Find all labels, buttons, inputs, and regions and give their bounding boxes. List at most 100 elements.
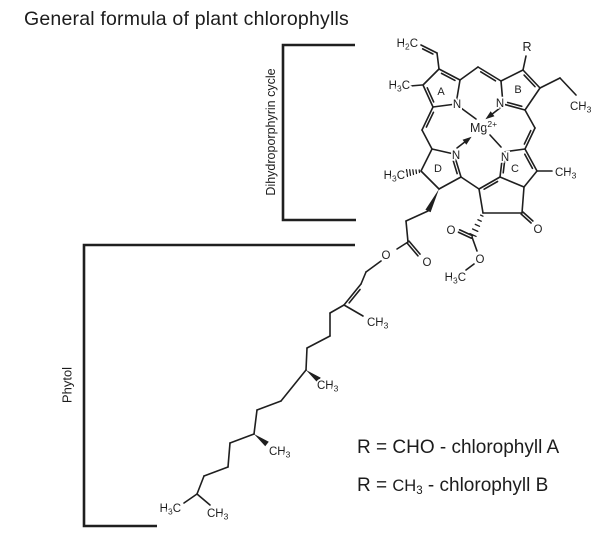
bond-line <box>422 68 440 86</box>
bond-line <box>479 71 497 82</box>
bond-line <box>306 335 331 349</box>
bond-line <box>348 288 361 304</box>
atom-label-o-prop-ester: O <box>382 250 391 262</box>
dihydroporphyrin-bracket <box>281 43 356 222</box>
bond-line <box>196 493 211 506</box>
bond-line <box>420 170 440 190</box>
bond-line <box>524 127 536 150</box>
legend-text-segment: CH <box>392 477 417 495</box>
bond-line <box>478 188 484 214</box>
bond-line <box>256 400 282 411</box>
legend-text-segment: - chlorophyll B <box>422 475 549 496</box>
atom-label-n-ring-a: N <box>453 99 461 111</box>
dative-bond-arrowhead <box>485 111 495 120</box>
bond-line <box>524 109 536 129</box>
bond-line <box>455 79 461 105</box>
bond-line <box>227 442 231 468</box>
stereo-hash-bond <box>474 223 481 227</box>
atom-label-ch3-phytyl-1: CH3 <box>367 317 389 331</box>
stereo-hash-bond <box>477 219 482 222</box>
stereo-hash-bond <box>471 228 479 232</box>
bond-line <box>523 129 532 145</box>
bond-line <box>502 156 506 174</box>
atom-label-o-ester-carbonyl: O <box>447 225 456 237</box>
ring-letter-d: D <box>434 163 442 175</box>
chlorophyll-a-definition: R = CHO - chlorophyll A <box>357 437 559 460</box>
atom-label-ch3-terminal: CH3 <box>207 508 229 522</box>
stereo-hash-bond <box>415 169 418 175</box>
bond-line <box>409 84 423 87</box>
bond-line <box>523 153 534 170</box>
bond-line <box>460 176 480 190</box>
bond-line <box>522 55 527 71</box>
atom-label-r-substituent: R <box>522 40 531 54</box>
atom-label-ch3-ring-c: CH3 <box>555 167 577 181</box>
bond-line <box>478 176 501 190</box>
bond-line <box>453 153 462 178</box>
bond-line <box>420 148 433 172</box>
atom-label-o-ketone: O <box>534 224 543 236</box>
bond-line <box>420 44 438 54</box>
atom-label-h3c-ring-a: H3C <box>389 80 410 94</box>
bond-line <box>440 72 456 82</box>
legend-text-segment: 3 <box>416 485 423 497</box>
bond-line <box>502 103 526 111</box>
atom-label-h2c-vinyl: H2C <box>397 38 418 52</box>
bond-line <box>396 241 409 250</box>
bond-line <box>405 210 429 222</box>
phytol-bracket <box>82 243 355 528</box>
atom-label-mg-ion: Mg2+ <box>470 119 497 135</box>
bond-line <box>305 347 308 371</box>
bond-line <box>500 69 524 82</box>
legend-text-segment: R = CHO - chlorophyll A <box>357 437 560 458</box>
bond-line <box>421 48 434 55</box>
atom-label-h3c-ester: H3C <box>445 272 466 286</box>
bond-line <box>426 87 435 103</box>
atom-label-n-ring-b: N <box>496 98 504 110</box>
stereo-hash-bond <box>409 169 412 177</box>
atom-label-o-ester: O <box>476 254 485 266</box>
bond-line <box>421 106 434 131</box>
diagram-title: General formula of plant chlorophylls <box>24 8 349 30</box>
bond-line <box>522 211 534 222</box>
ring-letter-c: C <box>511 163 519 175</box>
bond-line <box>506 101 523 108</box>
bond-line <box>523 74 536 88</box>
bond-line <box>253 409 258 435</box>
bond-line <box>524 87 541 111</box>
bond-line <box>343 304 364 317</box>
stereo-wedge-bond <box>425 189 439 213</box>
bond-line <box>520 213 532 224</box>
atom-label-n-ring-d: N <box>452 150 460 162</box>
bond-line <box>196 475 205 495</box>
bond-line <box>523 170 538 188</box>
bond-line <box>499 151 504 178</box>
bond-line <box>471 236 478 252</box>
ring-letter-a: A <box>437 86 445 98</box>
atom-label-h3c-terminal: H3C <box>160 503 181 517</box>
bond-line <box>524 148 538 172</box>
legend-text-segment: R = <box>357 475 393 496</box>
stereo-wedge-bond <box>254 434 269 447</box>
atom-label-ch3-ethyl: CH3 <box>570 101 592 115</box>
bond-line <box>459 66 479 81</box>
bond-line <box>436 52 440 70</box>
bond-line <box>365 260 382 273</box>
bond-line <box>521 186 525 214</box>
bond-line <box>421 129 433 150</box>
bond-line <box>183 493 198 504</box>
dative-bond-arrowhead <box>462 136 472 145</box>
atom-label-n-ring-c: N <box>501 152 509 164</box>
atom-label-ch3-phytyl-2: CH3 <box>317 380 339 394</box>
bond-line <box>229 433 255 444</box>
bond-line <box>451 158 458 175</box>
bond-line <box>500 80 504 105</box>
bond-line <box>203 466 229 477</box>
bond-line <box>460 107 477 120</box>
bond-line <box>343 283 362 306</box>
bond-line <box>559 77 577 96</box>
dihydroporphyrin-cycle-label: Dihydroporphyrin cycle <box>264 68 278 196</box>
bond-line <box>458 228 474 237</box>
